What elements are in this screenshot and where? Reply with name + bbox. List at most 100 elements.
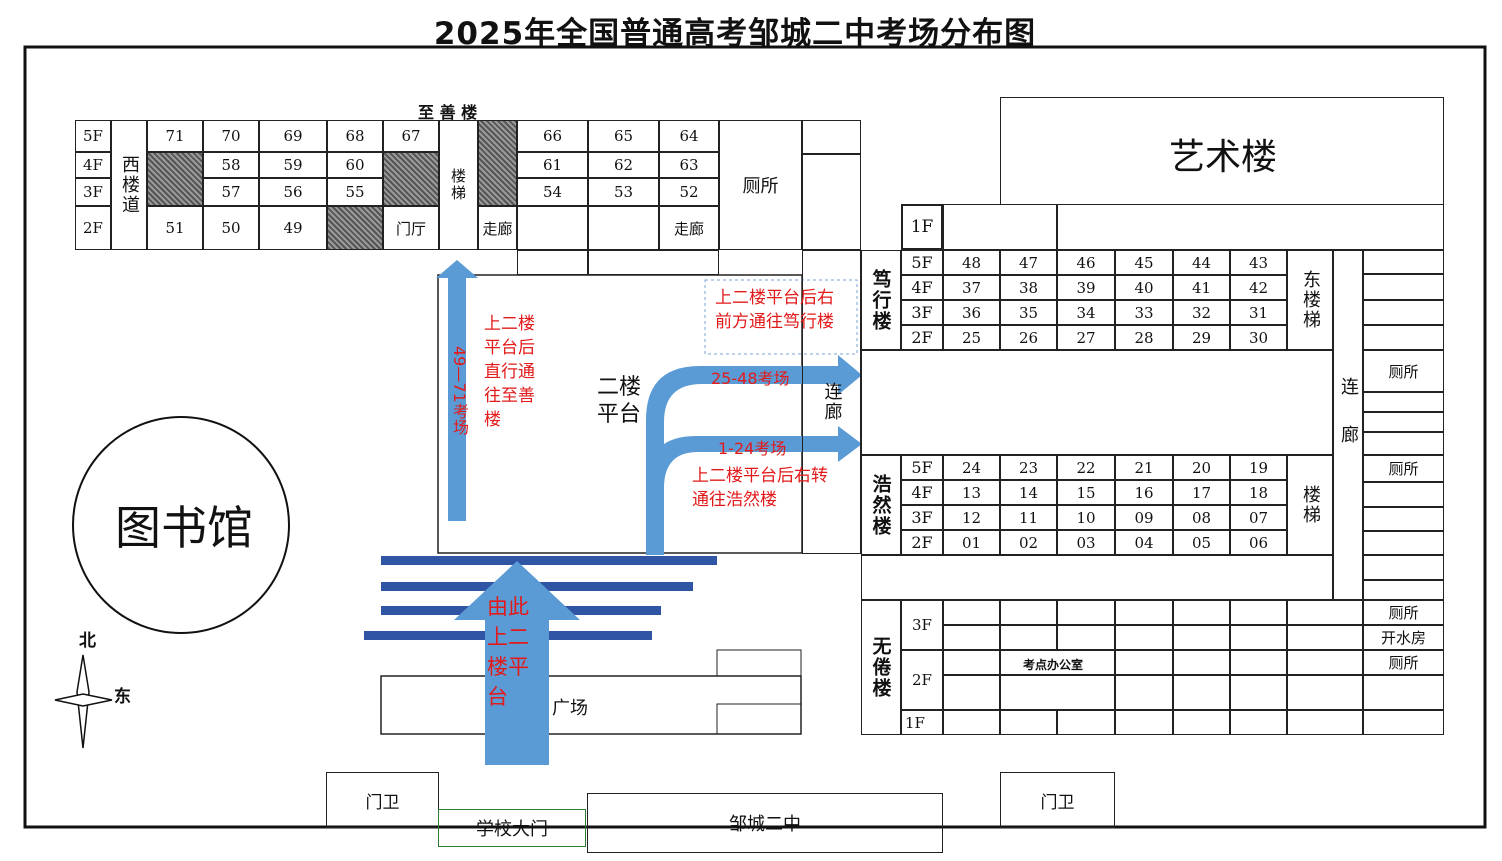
courtyard: [861, 350, 1333, 455]
exam-room: 04: [1115, 530, 1173, 555]
room: [1173, 650, 1230, 675]
exam-room: 45: [1115, 250, 1173, 275]
arrow-label-1-24: 1-24考场: [718, 439, 787, 458]
floor-label: 3F: [901, 600, 943, 650]
duxing-building-name: 笃行楼: [861, 250, 901, 350]
room: [1173, 600, 1230, 625]
exam-room: 41: [1173, 275, 1230, 300]
exam-room: 67: [383, 120, 439, 152]
exam-room: 71: [147, 120, 203, 152]
unused-room: [327, 206, 383, 250]
room: [1230, 600, 1287, 625]
exam-room: 34: [1057, 300, 1115, 325]
exam-room: 20: [1173, 455, 1230, 480]
floor-label: 2F: [901, 530, 943, 555]
zhishan-route-note: 上二楼平台后直行通往至善楼: [484, 314, 535, 430]
exam-room: 25: [943, 325, 1000, 350]
lobby: 门厅: [383, 206, 439, 250]
room: [1287, 710, 1363, 735]
duxing-note-box: [704, 279, 858, 355]
exam-room: 32: [1173, 300, 1230, 325]
water-room: 开水房: [1363, 625, 1444, 650]
exam-room: 37: [943, 275, 1000, 300]
exam-room: 50: [203, 206, 259, 250]
exam-room: 35: [1000, 300, 1057, 325]
room: [802, 154, 861, 250]
room: [1000, 625, 1057, 650]
room: [588, 250, 719, 275]
exam-room: 39: [1057, 275, 1115, 300]
room: [1230, 625, 1287, 650]
exam-office-room: [1000, 650, 1115, 675]
exam-room: 05: [1173, 530, 1230, 555]
exam-room: 69: [259, 120, 327, 152]
floor-label: 5F: [901, 455, 943, 480]
exam-room: 70: [203, 120, 259, 152]
exam-room: 55: [327, 178, 383, 206]
floor-label: 3F: [75, 178, 111, 206]
exam-room: 13: [943, 480, 1000, 505]
art-building-name: 艺术楼: [1168, 137, 1277, 178]
floor-label: 3F: [901, 505, 943, 530]
exam-room: 36: [943, 300, 1000, 325]
floor-label: 2F: [901, 650, 943, 710]
exam-room: 14: [1000, 480, 1057, 505]
exam-room: 33: [1115, 300, 1173, 325]
route-arrows: [436, 260, 862, 765]
exam-room: 38: [1000, 275, 1057, 300]
library-circle: [72, 416, 290, 634]
platform-label: 二楼平台: [597, 375, 642, 427]
school-gate: 学校大门: [438, 809, 586, 847]
exam-room: 43: [1230, 250, 1287, 275]
exam-room: 58: [203, 152, 259, 178]
exam-room: 42: [1230, 275, 1287, 300]
room: [1363, 432, 1444, 455]
floor-label: 4F: [901, 275, 943, 300]
square-label: 广场: [552, 698, 588, 719]
exam-room: 28: [1115, 325, 1173, 350]
compass-north: 北: [79, 631, 96, 651]
room: [1000, 600, 1057, 625]
zhishan-building-name: 至 善 楼: [418, 103, 478, 122]
room: [1115, 650, 1173, 675]
toilet: 厕所: [1363, 600, 1444, 625]
toilet: 厕所: [719, 120, 802, 250]
exam-room: 47: [1000, 250, 1057, 275]
east-corridor: 连廊: [1333, 250, 1363, 600]
room: [517, 250, 588, 275]
exam-room: 54: [517, 178, 588, 206]
exam-room: 06: [1230, 530, 1287, 555]
compass-east: 东: [114, 687, 131, 707]
corridor: 走廊: [478, 206, 517, 250]
exam-room: 12: [943, 505, 1000, 530]
room: [1287, 625, 1363, 650]
exam-room: 24: [943, 455, 1000, 480]
room: [1230, 650, 1287, 675]
room: [1363, 325, 1444, 350]
room: [1363, 710, 1444, 735]
arrow-label-25-48: 25-48考场: [711, 369, 790, 388]
exam-room: 26: [1000, 325, 1057, 350]
room: [1287, 600, 1363, 625]
exam-room: 16: [1115, 480, 1173, 505]
room: [1057, 710, 1115, 735]
room: [1363, 580, 1444, 600]
page-title: 2025年全国普通高考邹城二中考场分布图: [433, 16, 1037, 52]
exam-room: 27: [1057, 325, 1115, 350]
exam-room: 61: [517, 152, 588, 178]
exam-room: 11: [1000, 505, 1057, 530]
room: [1057, 600, 1115, 625]
room: [1287, 675, 1363, 710]
haoran-building-name: 浩然楼: [861, 455, 901, 555]
exam-room: 49: [259, 206, 327, 250]
stairwell: 楼梯: [1287, 455, 1333, 555]
room: [943, 625, 1000, 650]
unused-room: [478, 120, 517, 206]
exam-room: 63: [659, 152, 719, 178]
floor-label: 2F: [901, 325, 943, 350]
room: [1363, 300, 1444, 325]
exam-room: 44: [1173, 250, 1230, 275]
unused-room: [383, 152, 439, 206]
room: [1363, 675, 1444, 710]
room: [517, 206, 588, 250]
